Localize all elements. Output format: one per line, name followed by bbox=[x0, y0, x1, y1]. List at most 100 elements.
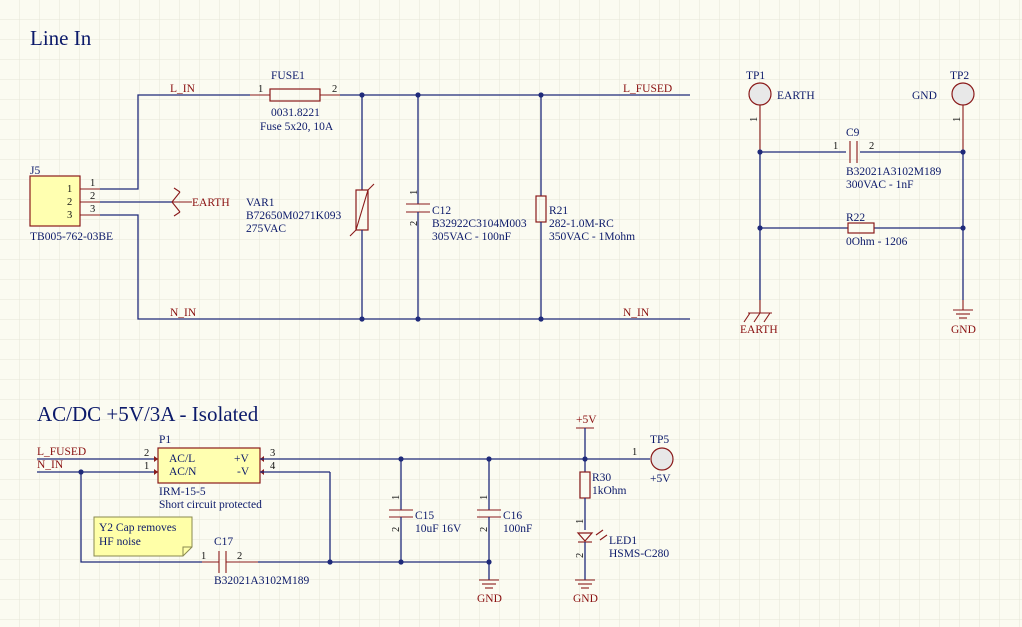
gnd-label-led: GND bbox=[573, 593, 598, 605]
svg-text:2: 2 bbox=[409, 221, 420, 226]
net-label-l-fused-2: L_FUSED bbox=[37, 446, 86, 458]
c9-pin2: 2 bbox=[869, 141, 874, 152]
j5-pin-1-label: 1 bbox=[67, 184, 72, 195]
wire-l-in bbox=[100, 94, 250, 190]
tp2-pin: 1 bbox=[952, 117, 963, 122]
j5-connector[interactable]: J5 1 2 3 1 2 3 TB005-762-03BE bbox=[29, 165, 113, 243]
r21-resistor[interactable]: R21 282-1.0M-RC 350VAC - 1Mohm bbox=[535, 95, 635, 319]
r30-ref: R30 bbox=[592, 472, 611, 484]
c9-value: B32021A3102M189 bbox=[846, 166, 941, 178]
j5-pin-2-label: 2 bbox=[67, 197, 72, 208]
led1-value: HSMS-C280 bbox=[609, 548, 669, 560]
tp5-ref: TP5 bbox=[650, 434, 669, 446]
p1-pin-vp: +V bbox=[234, 453, 249, 465]
c15-capacitor[interactable]: 1 2 C15 10uF 16V bbox=[389, 459, 462, 562]
var1-value: B72650M0271K093 bbox=[246, 210, 341, 222]
p1-num-vp: 3 bbox=[270, 448, 275, 459]
svg-text:1: 1 bbox=[391, 495, 402, 500]
earth-label-j5: EARTH bbox=[192, 197, 230, 209]
c12-value: B32922C3104M003 bbox=[432, 218, 527, 230]
net-label-l-in: L_IN bbox=[170, 83, 196, 95]
r21-desc: 350VAC - 1Mohm bbox=[549, 231, 635, 243]
svg-text:2: 2 bbox=[479, 527, 490, 532]
tp5-label: +5V bbox=[650, 473, 671, 485]
r22-ref: R22 bbox=[846, 212, 865, 224]
tp2-gnd-label: GND bbox=[912, 90, 937, 102]
r22-resistor[interactable]: R22 0Ohm - 1206 bbox=[846, 212, 908, 248]
fuse1[interactable]: FUSE1 1 2 0031.8221 Fuse 5x20, 10A bbox=[250, 70, 340, 133]
p1-ref: P1 bbox=[159, 434, 171, 446]
heading-line-in: Line In bbox=[30, 26, 92, 50]
fuse1-pin2: 2 bbox=[332, 84, 337, 95]
c9-desc: 300VAC - 1nF bbox=[846, 179, 914, 191]
var1-desc: 275VAC bbox=[246, 223, 286, 235]
j5-pin-1-num: 1 bbox=[90, 178, 95, 189]
var1-ref: VAR1 bbox=[246, 197, 275, 209]
svg-text:2: 2 bbox=[391, 527, 402, 532]
fuse1-ref: FUSE1 bbox=[271, 70, 305, 82]
c16-desc: 100nF bbox=[503, 523, 532, 535]
r21-ref: R21 bbox=[549, 205, 568, 217]
p1-value: IRM-15-5 bbox=[159, 486, 206, 498]
note-y2-cap: Y2 Cap removes HF noise bbox=[93, 516, 193, 557]
j5-pin-3-label: 3 bbox=[67, 210, 72, 221]
r30-resistor[interactable]: R30 1kOhm bbox=[579, 459, 627, 530]
earth-symbol-right: EARTH bbox=[740, 300, 778, 336]
c17-pin2: 2 bbox=[237, 551, 242, 562]
c16-capacitor[interactable]: 1 2 C16 100nF bbox=[477, 459, 532, 580]
net-label-n-in-right: N_IN bbox=[623, 307, 650, 319]
led1-ref: LED1 bbox=[609, 535, 637, 547]
tp5-pin: 1 bbox=[632, 447, 637, 458]
p1-module[interactable]: P1 AC/L AC/N +V -V 2 1 3 4 IRM-15-5 Shor… bbox=[144, 434, 276, 511]
tp1-pin: 1 bbox=[749, 117, 760, 122]
note-line1: Y2 Cap removes bbox=[99, 522, 177, 534]
svg-text:2: 2 bbox=[575, 553, 586, 558]
c9-capacitor[interactable]: C9 1 2 B32021A3102M189 300VAC - 1nF bbox=[833, 127, 941, 191]
tp2-testpoint[interactable]: TP2 GND 1 bbox=[912, 70, 975, 152]
tp5-testpoint[interactable]: TP5 1 +5V bbox=[632, 434, 674, 485]
earth-symbol-j5: EARTH bbox=[171, 187, 230, 217]
svg-text:1: 1 bbox=[479, 495, 490, 500]
tp1-testpoint[interactable]: TP1 EARTH 1 bbox=[746, 70, 815, 152]
gnd-symbol-led: GND bbox=[573, 579, 598, 605]
r30-value: 1kOhm bbox=[592, 485, 627, 497]
c17-capacitor[interactable]: C17 1 2 B32021A3102M189 bbox=[201, 536, 309, 587]
junction-dot bbox=[757, 149, 763, 155]
svg-text:1: 1 bbox=[409, 190, 420, 195]
gnd-symbol-right: GND bbox=[951, 300, 976, 336]
c9-pin1: 1 bbox=[833, 141, 838, 152]
net-label-n-in: N_IN bbox=[170, 307, 197, 319]
gnd-label-right: GND bbox=[951, 324, 976, 336]
r21-value: 282-1.0M-RC bbox=[549, 218, 614, 230]
j5-ref: J5 bbox=[30, 165, 40, 177]
heading-acdc: AC/DC +5V/3A - Isolated bbox=[37, 402, 259, 426]
fuse1-pin1: 1 bbox=[258, 84, 263, 95]
c12-desc: 305VAC - 100nF bbox=[432, 231, 511, 243]
c15-desc: 10uF 16V bbox=[415, 523, 462, 535]
c17-pin1: 1 bbox=[201, 551, 206, 562]
j5-pin-3-num: 3 bbox=[90, 204, 95, 215]
junction-dot bbox=[757, 225, 763, 231]
junction-dot bbox=[960, 149, 966, 155]
plus5v-port: +5V bbox=[576, 414, 597, 459]
plus5v-label: +5V bbox=[576, 414, 597, 426]
junction-dot bbox=[960, 225, 966, 231]
fuse1-value: 0031.8221 bbox=[271, 107, 320, 119]
c17-ref: C17 bbox=[214, 536, 233, 548]
c16-ref: C16 bbox=[503, 510, 522, 522]
net-label-l-fused: L_FUSED bbox=[623, 83, 672, 95]
p1-pin-vm: -V bbox=[237, 466, 250, 478]
gnd-symbol-c16: GND bbox=[477, 579, 502, 605]
wire-n-in bbox=[100, 214, 690, 320]
fuse1-desc: Fuse 5x20, 10A bbox=[260, 121, 334, 133]
note-line2: HF noise bbox=[99, 536, 141, 548]
tp1-earth-label: EARTH bbox=[777, 90, 815, 102]
p1-desc: Short circuit protected bbox=[159, 499, 262, 511]
led1-diode[interactable]: 1 2 LED1 HSMS-C280 bbox=[575, 519, 669, 580]
c9-ref: C9 bbox=[846, 127, 860, 139]
c12-capacitor[interactable]: 1 2 C12 B32922C3104M003 305VAC - 100nF bbox=[406, 95, 527, 319]
p1-num-acl: 2 bbox=[144, 448, 149, 459]
c15-ref: C15 bbox=[415, 510, 434, 522]
j5-pin-2-num: 2 bbox=[90, 191, 95, 202]
var1-varistor[interactable]: VAR1 B72650M0271K093 275VAC bbox=[246, 95, 375, 319]
